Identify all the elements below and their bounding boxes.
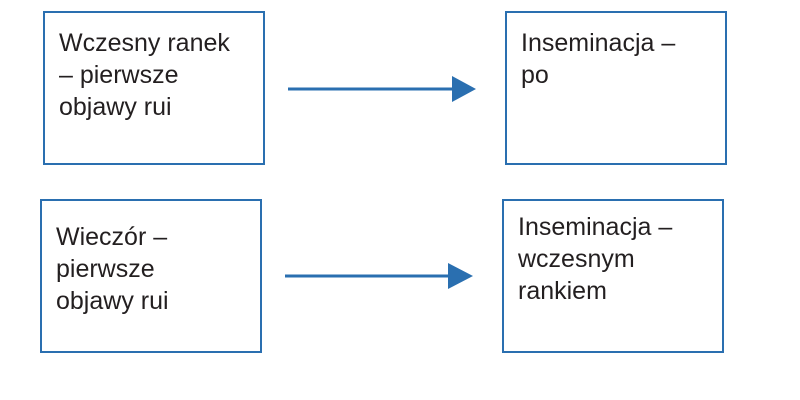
box-evening-onset: Wieczór – pierwsze objawy rui — [40, 199, 262, 353]
arrow-bottom — [285, 263, 473, 289]
box-early-morning-onset: Wczesny ranek – pierwsze objawy rui — [43, 11, 265, 165]
box-insemination-early-morning: Inseminacja – wczesnym rankiem — [502, 199, 724, 353]
arrow-top — [288, 76, 476, 102]
box-insemination-after: Inseminacja – po — [505, 11, 727, 165]
